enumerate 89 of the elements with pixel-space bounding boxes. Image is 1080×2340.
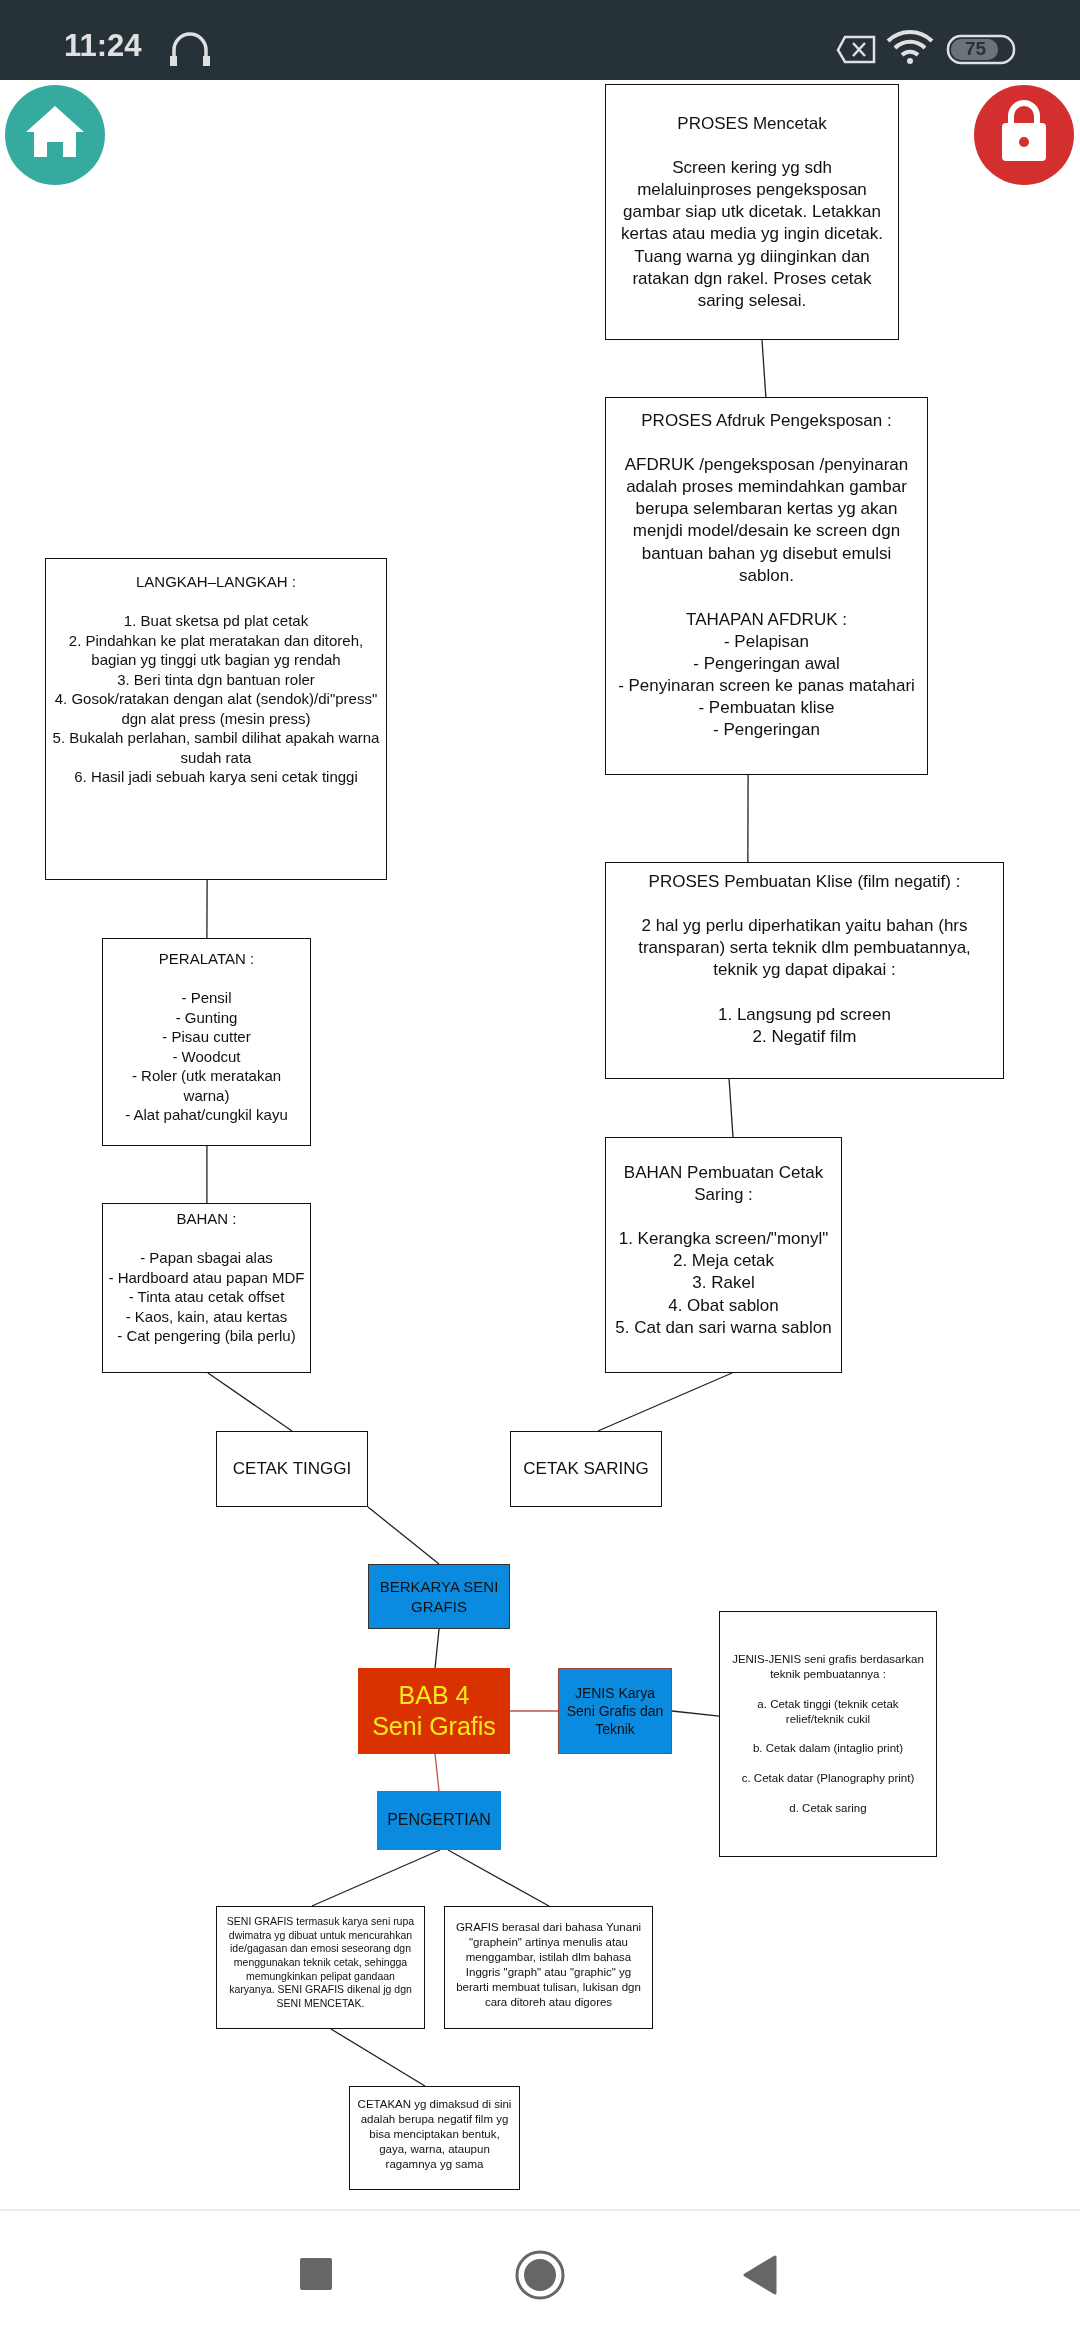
box-text: - Woodcut xyxy=(172,1046,241,1066)
text-box xyxy=(216,1906,425,2029)
box-text: - Pensil xyxy=(181,988,232,1008)
status-time: 11:24 xyxy=(64,28,142,64)
box-text: CETAK TINGGI xyxy=(232,1457,352,1480)
box-text: 3. Beri tinta dgn bantuan roler xyxy=(117,669,315,689)
box-text: d. Cetak saring xyxy=(789,1801,867,1817)
box-text: 5. Bukalah perlahan, sambil dilihat apakah warna sudah rata xyxy=(51,728,381,767)
box-text: 4. Obat sablon xyxy=(668,1294,779,1317)
text-box xyxy=(102,1203,311,1373)
connector-line xyxy=(761,339,767,398)
box-heading: BAHAN Pembuatan Cetak Saring : xyxy=(622,1162,825,1207)
box-text: Seni Grafis xyxy=(372,1711,496,1742)
box-heading: PERALATAN : xyxy=(158,949,255,969)
box-heading: PROSES Pembuatan Klise (film negatif) : xyxy=(648,871,961,893)
connector-line xyxy=(206,879,208,939)
connector-line xyxy=(207,1372,293,1432)
box-text: 2. Pindahkan ke plat meratakan dan ditoreh, bagian yg tinggi utk bagian yg rendah xyxy=(67,630,365,670)
box-text: a. Cetak tinggi (teknik cetak relief/teknik cukil xyxy=(756,1696,900,1727)
box-text: - Pengeringan xyxy=(713,719,820,742)
box-text: PENGERTIAN xyxy=(387,1810,491,1831)
text-box xyxy=(45,558,387,880)
box-text: CETAK SARING xyxy=(523,1457,649,1480)
box-text: 6. Hasil jadi sebuah karya seni cetak tinggi xyxy=(74,767,358,787)
connector-line xyxy=(509,1710,559,1712)
box-text: - Tinta atau cetak offset xyxy=(128,1287,285,1307)
box-text: AFDRUK /pengeksposan /penyinaran adalah proses memindahkan gambar berupa selembaran kertas yg akan menjdi model/desain ke screen dgn bantuan bahan yg disebut emulsi sablon. xyxy=(623,454,910,587)
box-text: SENI GRAFIS termasuk karya seni rupa dwimatra yg dibuat untuk mencurahkan ide/gagasan dan emosi seseorang dgn menggunakan teknik cetak, sehingga memungkinkan pelipat gandaan karyanya. SENI GRAFIS dikenal jg dgn SENI MENCETAK. xyxy=(225,1915,416,2011)
box-text: - Kaos, kain, atau kertas xyxy=(125,1306,288,1326)
box-text: - Pisau cutter xyxy=(162,1027,251,1047)
box-text: - Roler (utk meratakan warna) xyxy=(130,1066,283,1105)
connector-line xyxy=(330,2028,426,2087)
topic-box xyxy=(377,1791,501,1850)
box-text: - Gunting xyxy=(175,1007,238,1027)
box-text: GRAFIS berasal dari bahasa Yunani "graphein" artinya menulis atau menggambar, istilah dlm bahasa Inggris "graph" atau "graphic" yg berarti membuat tulisan, lukisan dgn cara ditoreh atau digores xyxy=(454,1920,643,2010)
text-box xyxy=(444,1906,653,2029)
box-text: - Penyinaran screen ke panas matahari xyxy=(618,675,915,698)
text-box xyxy=(605,862,1004,1079)
topic-box xyxy=(216,1431,368,1507)
box-text: - Pembuatan klise xyxy=(698,697,835,720)
box-heading: PROSES Afdruk Pengeksposan : xyxy=(641,410,892,432)
connector-line xyxy=(434,1753,440,1792)
text-box xyxy=(102,938,311,1146)
connector-line xyxy=(434,1628,440,1669)
text-box xyxy=(605,1137,842,1373)
box-text: JENIS Karya Seni Grafis dan Teknik xyxy=(565,1683,665,1739)
box-text: - Cat pengering (bila perlu) xyxy=(117,1326,296,1346)
connector-line xyxy=(597,1372,733,1432)
battery-level: 75 xyxy=(965,38,987,60)
box-text: b. Cetak dalam (intaglio print) xyxy=(752,1741,904,1757)
box-text: - Pengeringan awal xyxy=(693,653,840,676)
connector-line xyxy=(671,1710,720,1717)
connector-line xyxy=(747,774,749,863)
topic-box xyxy=(368,1564,510,1629)
box-text: 4. Gosok/ratakan dengan alat (sendok)/di"press" dgn alat press (mesin press) xyxy=(53,689,379,728)
box-text: CETAKAN yg dimaksud di sini adalah berupa negatif film yg bisa menciptakan bentuk, gaya, warna, ataupun ragamnya yg sama xyxy=(356,2097,513,2172)
box-text: 1. Langsung pd screen xyxy=(718,1003,891,1026)
box-heading: LANGKAH–LANGKAH : xyxy=(135,572,297,592)
text-box xyxy=(719,1611,937,1857)
connector-line xyxy=(311,1849,441,1907)
text-box xyxy=(605,84,899,340)
box-text: 2 hal yg perlu diperhatikan yaitu bahan (hrs transparan) serta teknik dlm pembuatannya, teknik yg dapat dipakai : xyxy=(637,915,972,982)
box-text: BAB 4 xyxy=(398,1679,470,1711)
box-text: - Hardboard atau papan MDF xyxy=(108,1267,305,1287)
box-text: 1. Buat sketsa pd plat cetak xyxy=(123,611,309,631)
box-text: 2. Negatif film xyxy=(752,1025,857,1048)
central-topic-box xyxy=(358,1668,510,1754)
box-text: Screen kering yg sdh melaluinproses pengeksposan gambar siap utk dicetak. Letakkan kertas atau media yg ingin dicetak. Tuang warna yg diinginkan dan ratakan dgn rakel. Proses cetak saring selesai. xyxy=(620,157,884,312)
connector-line xyxy=(206,1145,208,1204)
box-text: BERKARYA SENI GRAFIS xyxy=(378,1577,500,1616)
text-box xyxy=(349,2086,520,2190)
topic-box xyxy=(510,1431,662,1507)
box-text: 3. Rakel xyxy=(692,1272,755,1295)
connector-line xyxy=(447,1849,550,1907)
box-text: 1. Kerangka screen/"monyl" xyxy=(618,1228,829,1251)
box-text: - Pelapisan xyxy=(723,630,810,653)
box-text: c. Cetak datar (Planography print) xyxy=(741,1771,915,1787)
box-heading: JENIS-JENIS seni grafis berdasarkan teknik pembuatannya : xyxy=(731,1651,925,1682)
box-text: 5. Cat dan sari warna sablon xyxy=(615,1316,832,1339)
connector-line xyxy=(367,1506,440,1565)
text-box xyxy=(605,397,928,775)
box-text: TAHAPAN AFDRUK : xyxy=(686,608,847,631)
box-heading: BAHAN : xyxy=(176,1209,237,1229)
box-heading: PROSES Mencetak xyxy=(677,113,827,135)
connector-line xyxy=(728,1078,734,1138)
box-text: - Papan sbagai alas xyxy=(140,1248,273,1268)
box-text: 2. Meja cetak xyxy=(672,1250,775,1273)
box-text: - Alat pahat/cungkil kayu xyxy=(125,1105,288,1125)
topic-box xyxy=(558,1668,672,1754)
